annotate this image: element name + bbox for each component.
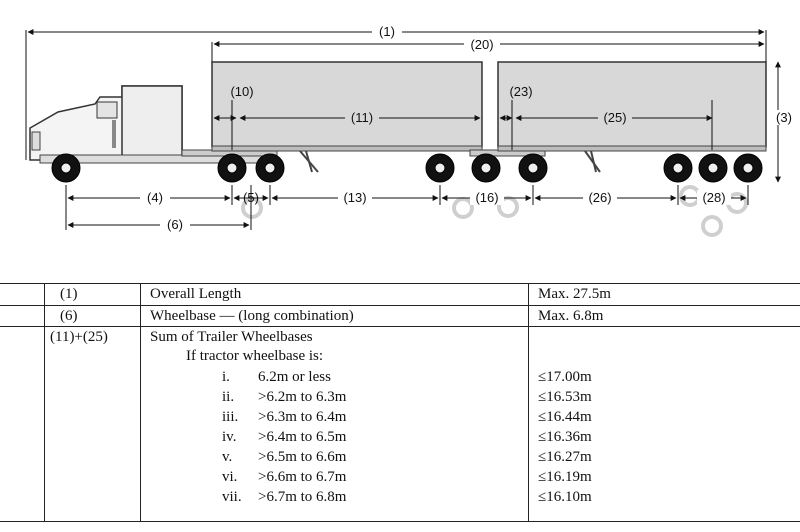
list-item-range: >6.3m to 6.4m	[258, 409, 347, 425]
label-inter-axle-26: (26)	[588, 190, 611, 205]
label-lead-front-overhang: (10)	[230, 84, 253, 99]
list-item-numeral: iii.	[222, 409, 239, 425]
label-inter-axle-13: (13)	[343, 190, 366, 205]
label-lead-wheelbase: (11)	[351, 110, 373, 125]
label-lead-axle-group: (16)	[475, 190, 498, 205]
list-item-limit: ≤16.44m	[538, 409, 592, 425]
list-item-numeral: ii.	[222, 389, 235, 405]
list-item-limit: ≤16.10m	[538, 489, 592, 505]
condition-text: If tractor wheelbase is:	[186, 348, 324, 364]
list-item-range: >6.7m to 6.8m	[258, 489, 347, 505]
list-item-range: >6.6m to 6.7m	[258, 469, 347, 485]
label-tractor-wheelbase: (6)	[167, 217, 183, 232]
list-item-limit: ≤16.53m	[538, 389, 592, 405]
row-description: Wheelbase — (long combination)	[150, 308, 354, 324]
dimension-limits-table: (1) Overall Length Max. 27.5m (6) Wheelb…	[0, 283, 800, 532]
row-limit: Max. 27.5m	[538, 286, 611, 302]
truck-diagram: (1) (20) (3) (10) (11) (23) (25) (4) (5)…	[25, 24, 798, 237]
list-item-numeral: vii.	[222, 489, 242, 505]
list-item-limit: ≤17.00m	[538, 369, 592, 385]
list-item-range: >6.5m to 6.6m	[258, 449, 347, 465]
wheels	[51, 153, 763, 183]
label-rear-axle-group: (28)	[702, 190, 725, 205]
row-code: (1)	[60, 286, 78, 302]
label-tractor-tandem: (5)	[243, 190, 259, 205]
row-limit: Max. 6.8m	[538, 308, 604, 324]
rear-trailer	[497, 61, 767, 173]
lead-trailer	[211, 61, 546, 173]
list-item-numeral: v.	[222, 449, 233, 465]
label-tractor-front: (4)	[147, 190, 163, 205]
row-code: (11)+(25)	[50, 329, 108, 345]
label-trailers-length: (20)	[470, 37, 493, 52]
list-item-numeral: iv.	[222, 429, 237, 445]
row-description: Sum of Trailer Wheelbases	[150, 329, 313, 345]
label-overall-length: (1)	[379, 24, 395, 39]
list-item-numeral: vi.	[222, 469, 238, 485]
list-item-range: >6.4m to 6.5m	[258, 429, 347, 445]
label-rear-wheelbase: (25)	[603, 110, 626, 125]
row-description: Overall Length	[150, 286, 242, 302]
list-item-range: 6.2m or less	[258, 369, 331, 385]
list-item-range: >6.2m to 6.3m	[258, 389, 347, 405]
label-rear-front-overhang: (23)	[509, 84, 532, 99]
list-item-limit: ≤16.19m	[538, 469, 592, 485]
list-item-limit: ≤16.27m	[538, 449, 592, 465]
list-item-numeral: i.	[222, 369, 230, 385]
label-height: (3)	[776, 110, 792, 125]
row-code: (6)	[60, 308, 78, 324]
dimension-labels: (1) (20) (3) (10) (11) (23) (25) (4) (5)…	[140, 24, 798, 232]
list-item-limit: ≤16.36m	[538, 429, 592, 445]
